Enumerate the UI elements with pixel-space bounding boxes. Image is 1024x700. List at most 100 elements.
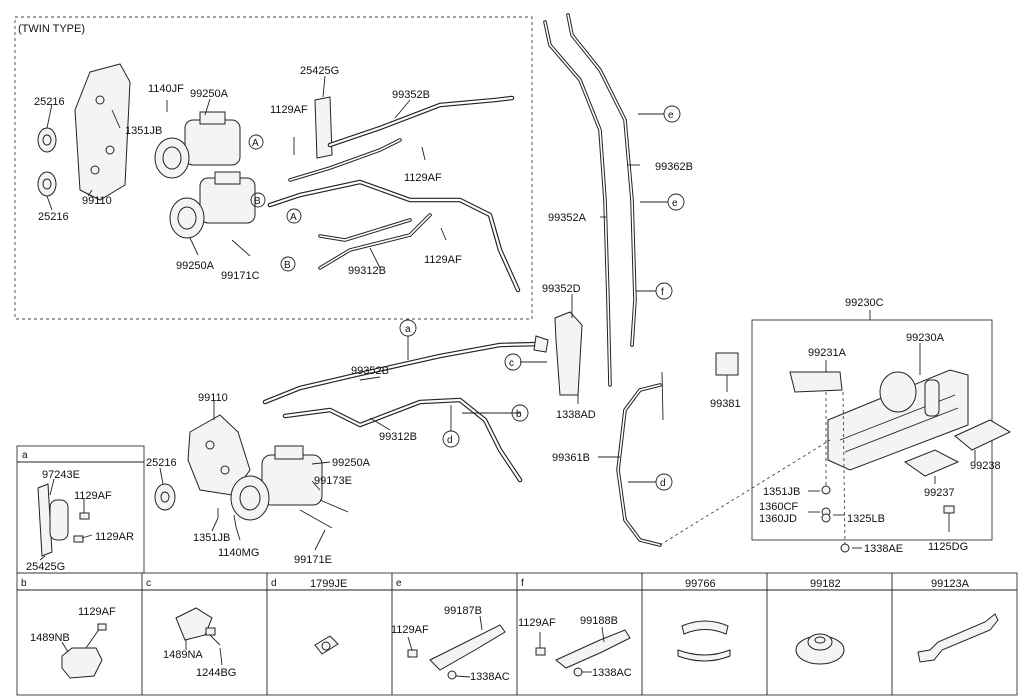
inset-a-letter: a [22,450,28,461]
panel-e-label-1338AC: 1338AC [470,671,510,683]
condenser-core-99230A [827,369,969,471]
panel-99766-header: 99766 [685,578,716,590]
svg-text:B: B [284,260,291,271]
twin-label-1351JB: 1351JB [125,125,162,137]
panel-e-letter: e [396,578,402,589]
callout-c-1: c [504,353,522,371]
twin-bracket [74,63,131,201]
label-cond-1351JB: 1351JB [763,486,800,498]
panel-f-bracket [535,629,631,677]
panel-f-label-99188B: 99188B [580,615,618,627]
svg-text:A: A [252,138,259,149]
panel-c-clip [175,607,221,646]
main-hose-99352B [262,341,543,405]
panel-d-letter: d [271,578,277,589]
twin-label-25216-bottom: 25216 [38,211,69,223]
panel-c-letter: c [146,578,151,589]
panel-b-label-1489NB: 1489NB [30,632,70,644]
label-99230A: 99230A [906,332,945,344]
label-99250A: 99250A [332,457,371,469]
bolt-1125DG [943,505,955,532]
label-1140MG: 1140MG [218,547,259,559]
label-plate-99381 [715,352,739,376]
inset-a-label-25425G: 25425G [26,561,65,573]
pipe-99361B [616,383,662,547]
panel-b-letter: b [21,578,27,589]
nut-1338AE [840,543,850,553]
callout-e-2: e [667,193,685,211]
svg-text:c: c [509,358,514,369]
svg-text:e: e [668,110,674,121]
inset-a-frame [16,445,145,574]
panel-99182-header: 99182 [810,578,841,590]
twin-label-99110: 99110 [82,195,112,207]
panel-e-label-99187B: 99187B [444,605,482,617]
panel-c-label-1244BG: 1244BG [196,667,236,679]
panel-99123A-header: 99123A [931,578,970,590]
label-99237: 99237 [924,487,955,499]
twin-label-99250A-top: 99250A [190,88,229,100]
twin-compressor-bottom [169,171,256,239]
twin-label-1129AF-c: 1129AF [424,254,462,266]
label-99361B: 99361B [552,452,590,464]
panel-f-label-1338AC: 1338AC [592,667,632,679]
panel-f-letter: f [521,578,524,589]
condenser-bracket-99231A [789,371,843,393]
inset-a-label-97243E: 97243E [42,469,80,481]
twin-label-99171C: 99171C [221,270,260,282]
inset-a-label-1129AR: 1129AR [95,531,134,543]
seal-99238 [954,419,1012,451]
label-1338AE: 1338AE [864,543,903,555]
twin-hose-bracket [314,96,333,159]
callout-B-2: B [280,256,296,272]
svg-text:A: A [290,212,297,223]
label-25216: 25216 [146,457,177,469]
callout-f-1: f [655,282,673,300]
grommet-1351JB [821,485,831,495]
twin-pulley-bottom [37,171,57,197]
svg-text:d: d [447,435,453,446]
label-99352B: 99352B [351,365,389,377]
label-99381: 99381 [710,398,741,410]
twin-hose-99352B [288,95,515,182]
svg-text:f: f [661,287,664,298]
twin-label-1140JF: 1140JF [148,83,184,95]
panel-d-tie [314,635,339,655]
main-compressor-99250A [230,445,323,521]
label-99238: 99238 [970,460,1001,472]
main-hose-99312B [282,397,523,483]
panel-b-label-1129AF: 1129AF [78,606,116,618]
twin-label-99352B: 99352B [392,89,430,101]
label-1125DG: 1125DG [928,541,968,553]
label-99312B: 99312B [379,431,417,443]
label-99173E: 99173E [314,475,352,487]
inset-a-bracket [37,483,90,557]
label-1360JD: 1360JD [759,513,797,525]
seal-99237 [903,449,960,477]
label-1325LB: 1325LB [847,513,885,525]
twin-type-title: (TWIN TYPE) [18,23,85,35]
callout-A-1: A [248,134,264,150]
inset-a-label-1129AF: 1129AF [74,490,112,502]
hose-fitting-main [533,335,549,353]
panel-e-bracket [407,624,506,680]
pipe-99352A [543,20,612,387]
twin-pulley-top [37,127,57,153]
label-99230C: 99230C [845,297,884,309]
bottom-panel-strip [16,572,1018,696]
twin-label-25425G: 25425G [300,65,339,77]
twin-label-99312B: 99312B [348,265,386,277]
twin-compressor-top [154,111,241,179]
label-99110: 99110 [198,392,228,404]
label-99171E: 99171E [294,554,332,566]
twin-hose-99312B [267,179,521,293]
svg-text:a: a [405,324,411,335]
callout-b-1: b [511,404,529,422]
part-99182-grommet [795,633,845,665]
twin-label-25216-top: 25216 [34,96,65,108]
label-1351JB: 1351JB [193,532,230,544]
callout-B-1: B [250,192,266,208]
label-99352D: 99352D [542,283,581,295]
panel-e-label-1129AF: 1129AF [391,624,429,636]
panel-c-label-1489NA: 1489NA [163,649,203,661]
